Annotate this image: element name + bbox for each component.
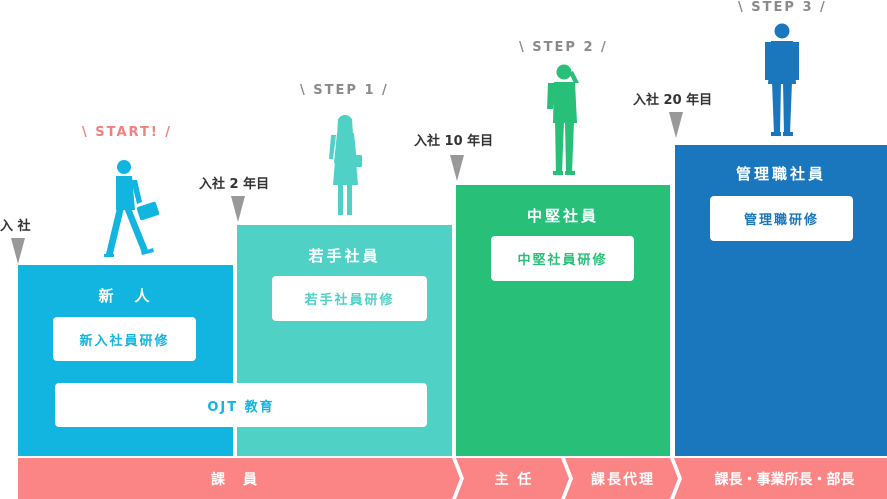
milestone-year-2: 入社 2 年目 bbox=[199, 177, 270, 192]
rank-bar: 課 員 主 任 課長代理 課長・事業所長・部長 bbox=[18, 458, 887, 499]
column-title: 新 人 bbox=[98, 287, 153, 305]
rank-staff: 課 員 bbox=[211, 471, 259, 488]
milestone-year-20: 入社 20 年目 bbox=[633, 93, 713, 108]
walking-man-briefcase-icon bbox=[104, 158, 160, 258]
standing-woman-icon bbox=[328, 113, 364, 219]
column-manager: 管理職社員 管理職研修 bbox=[675, 145, 887, 456]
step-2-label: \ STEP 2 / bbox=[519, 40, 608, 55]
milestone-join: 入 社 bbox=[0, 219, 31, 234]
rank-managers: 課長・事業所長・部長 bbox=[714, 471, 855, 488]
step-3-label: \ STEP 3 / bbox=[738, 0, 827, 15]
ojt-button[interactable]: OJT 教育 bbox=[55, 383, 427, 427]
down-triangle-icon bbox=[669, 112, 683, 138]
down-triangle-icon bbox=[11, 238, 25, 264]
column-title: 中堅社員 bbox=[526, 207, 599, 225]
rank-deputy-manager: 課長代理 bbox=[591, 471, 655, 488]
man-on-phone-icon bbox=[545, 63, 585, 177]
column-title: 若手社員 bbox=[308, 247, 381, 265]
step-1-label: \ STEP 1 / bbox=[300, 83, 389, 98]
down-triangle-icon bbox=[450, 155, 464, 181]
training-button[interactable]: 中堅社員研修 bbox=[491, 236, 634, 281]
training-button[interactable]: 新入社員研修 bbox=[53, 317, 196, 361]
column-newcomer: 新 人 新入社員研修 bbox=[18, 265, 233, 456]
down-triangle-icon bbox=[231, 196, 245, 222]
column-midlevel: 中堅社員 中堅社員研修 bbox=[456, 185, 670, 456]
standing-man-suit-icon bbox=[763, 22, 801, 140]
step-start-label: \ START! / bbox=[82, 125, 173, 140]
milestone-year-10: 入社 10 年目 bbox=[414, 134, 494, 149]
rank-chief: 主 任 bbox=[494, 471, 534, 488]
training-button[interactable]: 管理職研修 bbox=[710, 196, 853, 241]
training-button[interactable]: 若手社員研修 bbox=[272, 276, 427, 321]
column-title: 管理職社員 bbox=[735, 165, 826, 183]
